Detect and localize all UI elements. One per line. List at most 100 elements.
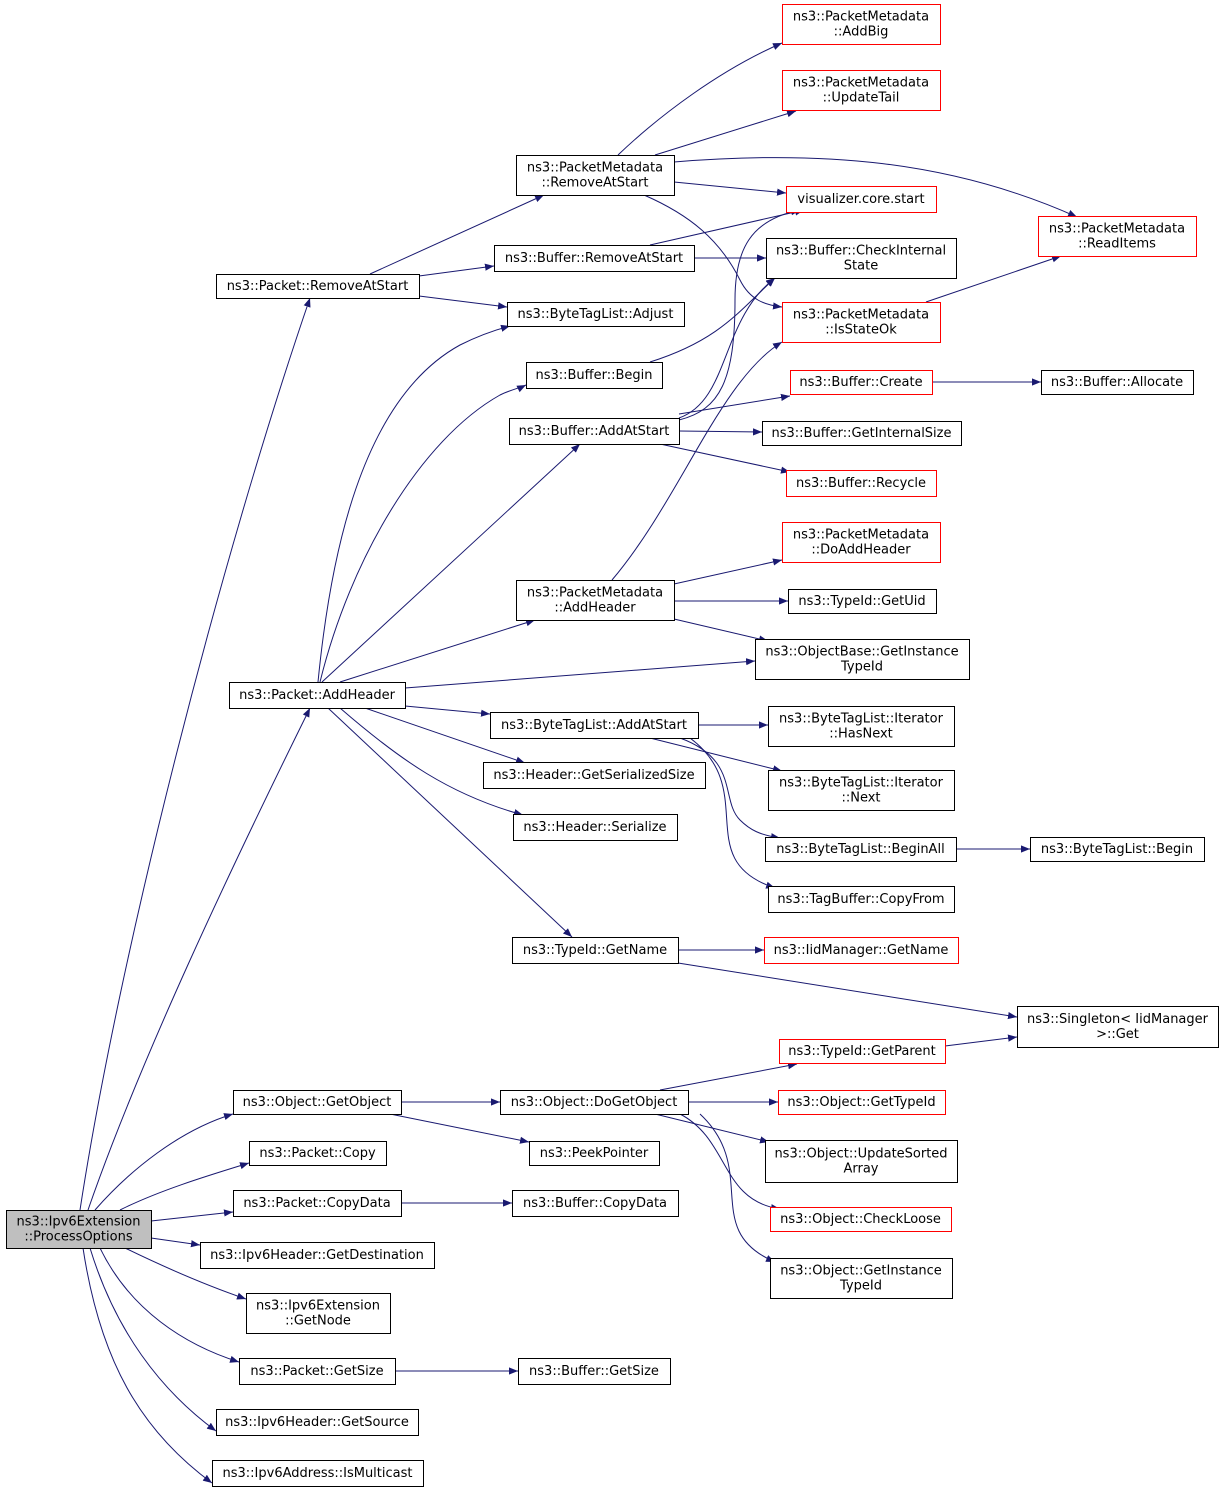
node-box xyxy=(1041,370,1194,395)
node-TypeId_GetUid[interactable]: ns3::TypeId::GetUid xyxy=(788,589,937,614)
node-Ipv6Header_GetDestination[interactable]: ns3::Ipv6Header::GetDestination xyxy=(200,1242,435,1269)
node-label: ns3::Buffer::RemoveAtStart xyxy=(505,251,683,266)
edge-PM_RemoveAtStart-to-PM_IsStateOk xyxy=(643,194,783,310)
node-PM_AddHeader[interactable]: ns3::PacketMetadata::AddHeader xyxy=(516,580,675,621)
node-label: ::DoAddHeader xyxy=(811,543,911,558)
node-Packet_RemoveAtStart[interactable]: ns3::Packet::RemoveAtStart xyxy=(216,274,420,299)
node-Buffer_Begin[interactable]: ns3::Buffer::Begin xyxy=(526,362,663,389)
node-PM_UpdateTail[interactable]: ns3::PacketMetadata::UpdateTail xyxy=(782,70,941,111)
node-Buffer_CopyData[interactable]: ns3::Buffer::CopyData xyxy=(512,1190,679,1217)
node-Buffer_GetInternalSize[interactable]: ns3::Buffer::GetInternalSize xyxy=(762,421,962,446)
node-label: ns3::ByteTagList::Iterator xyxy=(779,776,944,791)
node-label: ns3::Packet::GetSize xyxy=(250,1364,383,1379)
node-label: ::RemoveAtStart xyxy=(541,176,648,191)
node-Packet_Copy[interactable]: ns3::Packet::Copy xyxy=(249,1141,387,1166)
node-PM_DoAddHeader[interactable]: ns3::PacketMetadata::DoAddHeader xyxy=(782,522,941,563)
node-Buffer_Create[interactable]: ns3::Buffer::Create xyxy=(790,370,933,395)
node-Header_GetSerializedSize[interactable]: ns3::Header::GetSerializedSize xyxy=(483,762,706,789)
node-box xyxy=(512,1190,679,1217)
node-Ipv6Header_GetSource[interactable]: ns3::Ipv6Header::GetSource xyxy=(216,1409,419,1436)
node-label: ns3::Buffer::GetSize xyxy=(529,1364,659,1379)
node-BTL_Begin[interactable]: ns3::ByteTagList::Begin xyxy=(1030,837,1205,862)
node-PeekPointer[interactable]: ns3::PeekPointer xyxy=(529,1141,660,1166)
node-box xyxy=(483,762,706,789)
node-Buffer_Allocate[interactable]: ns3::Buffer::Allocate xyxy=(1041,370,1194,395)
node-label: >::Get xyxy=(1096,1027,1139,1042)
edge-ProcessOptions-to-Packet_GetSize xyxy=(99,1247,240,1363)
node-PM_IsStateOk[interactable]: ns3::PacketMetadata::IsStateOk xyxy=(782,302,941,343)
node-Ipv6Extension_GetNode[interactable]: ns3::Ipv6Extension::GetNode xyxy=(246,1293,391,1334)
node-Buffer_RemoveAtStart[interactable]: ns3::Buffer::RemoveAtStart xyxy=(494,245,695,272)
node-Object_DoGetObject[interactable]: ns3::Object::DoGetObject xyxy=(500,1090,689,1115)
node-box xyxy=(516,580,675,621)
node-box xyxy=(518,1358,671,1385)
node-box xyxy=(755,639,970,680)
node-box xyxy=(1030,837,1205,862)
node-IidManager_GetName[interactable]: ns3::IidManager::GetName xyxy=(764,937,959,964)
node-PM_RemoveAtStart[interactable]: ns3::PacketMetadata::RemoveAtStart xyxy=(516,155,675,196)
edge-PM_RemoveAtStart-to-PM_UpdateTail xyxy=(654,110,797,156)
node-Object_GetObject[interactable]: ns3::Object::GetObject xyxy=(233,1090,402,1115)
node-viz_start[interactable]: visualizer.core.start xyxy=(786,186,937,213)
node-Packet_GetSize[interactable]: ns3::Packet::GetSize xyxy=(239,1358,396,1385)
edge-Packet_RemoveAtStart-to-BTL_Adjust xyxy=(418,295,508,310)
node-label: ns3::Ipv6Header::GetSource xyxy=(225,1415,409,1430)
node-TypeId_GetParent[interactable]: ns3::TypeId::GetParent xyxy=(779,1039,946,1064)
node-BTL_BeginAll[interactable]: ns3::ByteTagList::BeginAll xyxy=(765,837,957,862)
node-BTLI_Next[interactable]: ns3::ByteTagList::Iterator::Next xyxy=(768,770,955,811)
edge-Packet_AddHeader-to-Header_GetSerializedSize xyxy=(364,707,526,764)
node-label: TypeId xyxy=(840,660,883,675)
node-Buffer_GetSize[interactable]: ns3::Buffer::GetSize xyxy=(518,1358,671,1385)
node-box xyxy=(762,421,962,446)
node-box xyxy=(1038,216,1197,257)
node-label: ::AddHeader xyxy=(554,601,636,616)
node-Header_Serialize[interactable]: ns3::Header::Serialize xyxy=(513,814,678,841)
node-BTL_AddAtStart[interactable]: ns3::ByteTagList::AddAtStart xyxy=(490,712,699,739)
node-box xyxy=(233,1190,402,1217)
node-label: ns3::Object::CheckLoose xyxy=(780,1212,941,1227)
node-TagBuffer_CopyFrom[interactable]: ns3::TagBuffer::CopyFrom xyxy=(768,886,955,913)
edge-ProcessOptions-to-Packet_AddHeader xyxy=(87,707,311,1211)
edge-Buffer_AddAtStart-to-Buffer_CheckInternalState xyxy=(678,277,776,419)
node-Packet_CopyData[interactable]: ns3::Packet::CopyData xyxy=(233,1190,402,1217)
node-label: ns3::Buffer::CheckInternal xyxy=(776,244,946,259)
node-Object_GetTypeId[interactable]: ns3::Object::GetTypeId xyxy=(778,1090,946,1115)
node-box xyxy=(6,1210,152,1249)
node-label: ns3::Packet::AddHeader xyxy=(239,688,395,703)
edge-Packet_RemoveAtStart-to-PM_RemoveAtStart xyxy=(369,194,545,275)
node-label: ns3::TypeId::GetName xyxy=(523,943,667,958)
node-PM_AddBig[interactable]: ns3::PacketMetadata::AddBig xyxy=(782,4,941,45)
node-label: ns3::ByteTagList::Begin xyxy=(1041,842,1193,857)
node-Buffer_Recycle[interactable]: ns3::Buffer::Recycle xyxy=(786,470,937,497)
node-box xyxy=(509,418,680,445)
node-box xyxy=(229,682,406,709)
node-label: ns3::Buffer::CopyData xyxy=(523,1196,667,1211)
node-label: ns3::Buffer::Begin xyxy=(535,368,652,383)
node-box xyxy=(765,1140,958,1183)
node-Buffer_AddAtStart[interactable]: ns3::Buffer::AddAtStart xyxy=(509,418,680,445)
node-label: ::Next xyxy=(841,791,880,806)
node-BTLI_HasNext[interactable]: ns3::ByteTagList::Iterator::HasNext xyxy=(768,706,955,747)
node-box xyxy=(516,155,675,196)
edge-Packet_AddHeader-to-Buffer_AddAtStart xyxy=(321,443,581,683)
node-label: ns3::PacketMetadata xyxy=(527,586,663,601)
node-label: ::ProcessOptions xyxy=(24,1230,132,1245)
node-box xyxy=(779,1039,946,1064)
node-label: ns3::ByteTagList::Adjust xyxy=(518,307,674,322)
edge-Buffer_AddAtStart-to-viz_start xyxy=(678,208,801,421)
node-Singleton_Get[interactable]: ns3::Singleton< IidManager>::Get xyxy=(1017,1006,1219,1048)
node-Object_CheckLoose[interactable]: ns3::Object::CheckLoose xyxy=(770,1207,952,1232)
node-label: ns3::Buffer::Recycle xyxy=(796,476,926,491)
node-BTL_Adjust[interactable]: ns3::ByteTagList::Adjust xyxy=(507,302,685,327)
node-Packet_AddHeader[interactable]: ns3::Packet::AddHeader xyxy=(229,682,406,709)
node-box xyxy=(529,1141,660,1166)
node-PM_ReadItems[interactable]: ns3::PacketMetadata::ReadItems xyxy=(1038,216,1197,257)
node-Ipv6Address_IsMulticast[interactable]: ns3::Ipv6Address::IsMulticast xyxy=(212,1460,424,1487)
edge-Object_GetObject-to-PeekPointer xyxy=(389,1113,530,1144)
node-TypeId_GetName[interactable]: ns3::TypeId::GetName xyxy=(512,937,679,964)
node-box xyxy=(770,1207,952,1232)
